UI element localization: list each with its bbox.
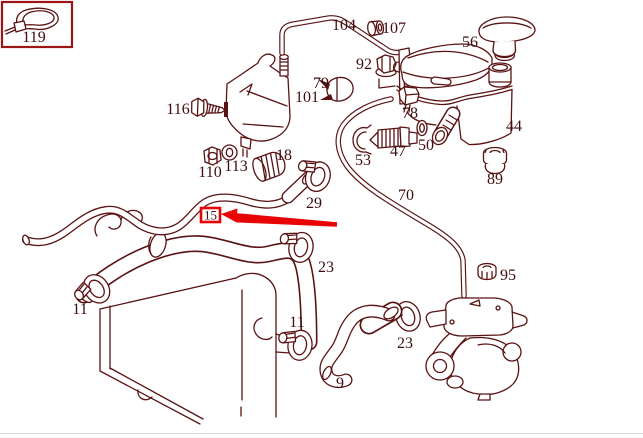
- o-ring-50: [416, 119, 428, 137]
- radiator-cap: [478, 16, 536, 62]
- radiator-drain-tab: [137, 389, 153, 401]
- tank-body: [456, 88, 513, 146]
- part-label-92: 92: [356, 56, 372, 73]
- part-label-53: 53: [355, 152, 371, 169]
- screw-116: [191, 97, 226, 118]
- nut-110: [203, 146, 222, 166]
- vent-hose-104: [279, 15, 407, 56]
- grommet-107: [367, 20, 385, 37]
- tank-nipple: [279, 53, 289, 77]
- tank-outlet: [240, 136, 252, 150]
- grommet-89: [482, 146, 508, 175]
- vent-hose-15: [22, 170, 316, 247]
- temperature-sender-47: [369, 126, 418, 149]
- part-label-116: 116: [166, 101, 189, 118]
- rubber-mount-18: [252, 151, 286, 182]
- tank-side-tab: [224, 102, 228, 117]
- filler-neck: [488, 62, 512, 88]
- cable-tie-buckle: [13, 20, 27, 33]
- part-label-23-upper: 23: [318, 259, 334, 276]
- retaining-clip-53: [352, 124, 372, 155]
- part-label-56: 56: [462, 34, 478, 51]
- radiator: [99, 272, 293, 425]
- part-label-23-lower: 23: [397, 335, 413, 352]
- part-label-107: 107: [382, 20, 406, 37]
- annotation-highlight: 15: [199, 206, 338, 227]
- highlight-box: [199, 206, 222, 224]
- washer-113: [221, 144, 238, 161]
- cable-tie-icon: [15, 7, 59, 31]
- part-label-110: 110: [198, 164, 221, 181]
- part-label-78: 78: [402, 105, 418, 122]
- tank-outlet-boss: [431, 106, 461, 146]
- part-label-89: 89: [487, 171, 503, 188]
- hose-70: [335, 96, 467, 299]
- valve-79: [318, 76, 354, 102]
- s-hose-9: [319, 301, 403, 389]
- radiator-neck-notch: [253, 317, 273, 341]
- part-label-79: 79: [313, 75, 329, 92]
- nut-92: [375, 54, 397, 89]
- part-label-95: 95: [500, 267, 516, 284]
- water-pump: [425, 297, 528, 401]
- grommet-95: [477, 262, 497, 281]
- part-labels: 119 116 101 104 107 92 79 56 44 89 78 47…: [22, 17, 522, 392]
- legend-box-cable-tie: [0, 0, 74, 49]
- sensor-78: [398, 86, 437, 126]
- part-label-104: 104: [332, 17, 356, 34]
- part-label-101: 101: [295, 89, 319, 106]
- part-label-15: 15: [204, 208, 217, 223]
- part-label-29: 29: [306, 195, 322, 212]
- part-label-119: 119: [22, 29, 45, 46]
- part-label-11-right: 11: [289, 314, 304, 331]
- part-label-44: 44: [506, 118, 522, 135]
- lid-latch: [430, 76, 452, 86]
- part-label-18: 18: [276, 147, 292, 164]
- part-label-11-left: 11: [72, 301, 87, 318]
- overflow-tank: [224, 53, 291, 158]
- part-label-9: 9: [336, 375, 344, 392]
- part-label-70: 70: [398, 187, 414, 204]
- part-label-113: 113: [224, 158, 247, 175]
- annotation-arrow: [221, 208, 338, 227]
- expansion-tank: [392, 43, 513, 146]
- part-label-50: 50: [418, 137, 434, 154]
- part-label-47: 47: [390, 143, 406, 160]
